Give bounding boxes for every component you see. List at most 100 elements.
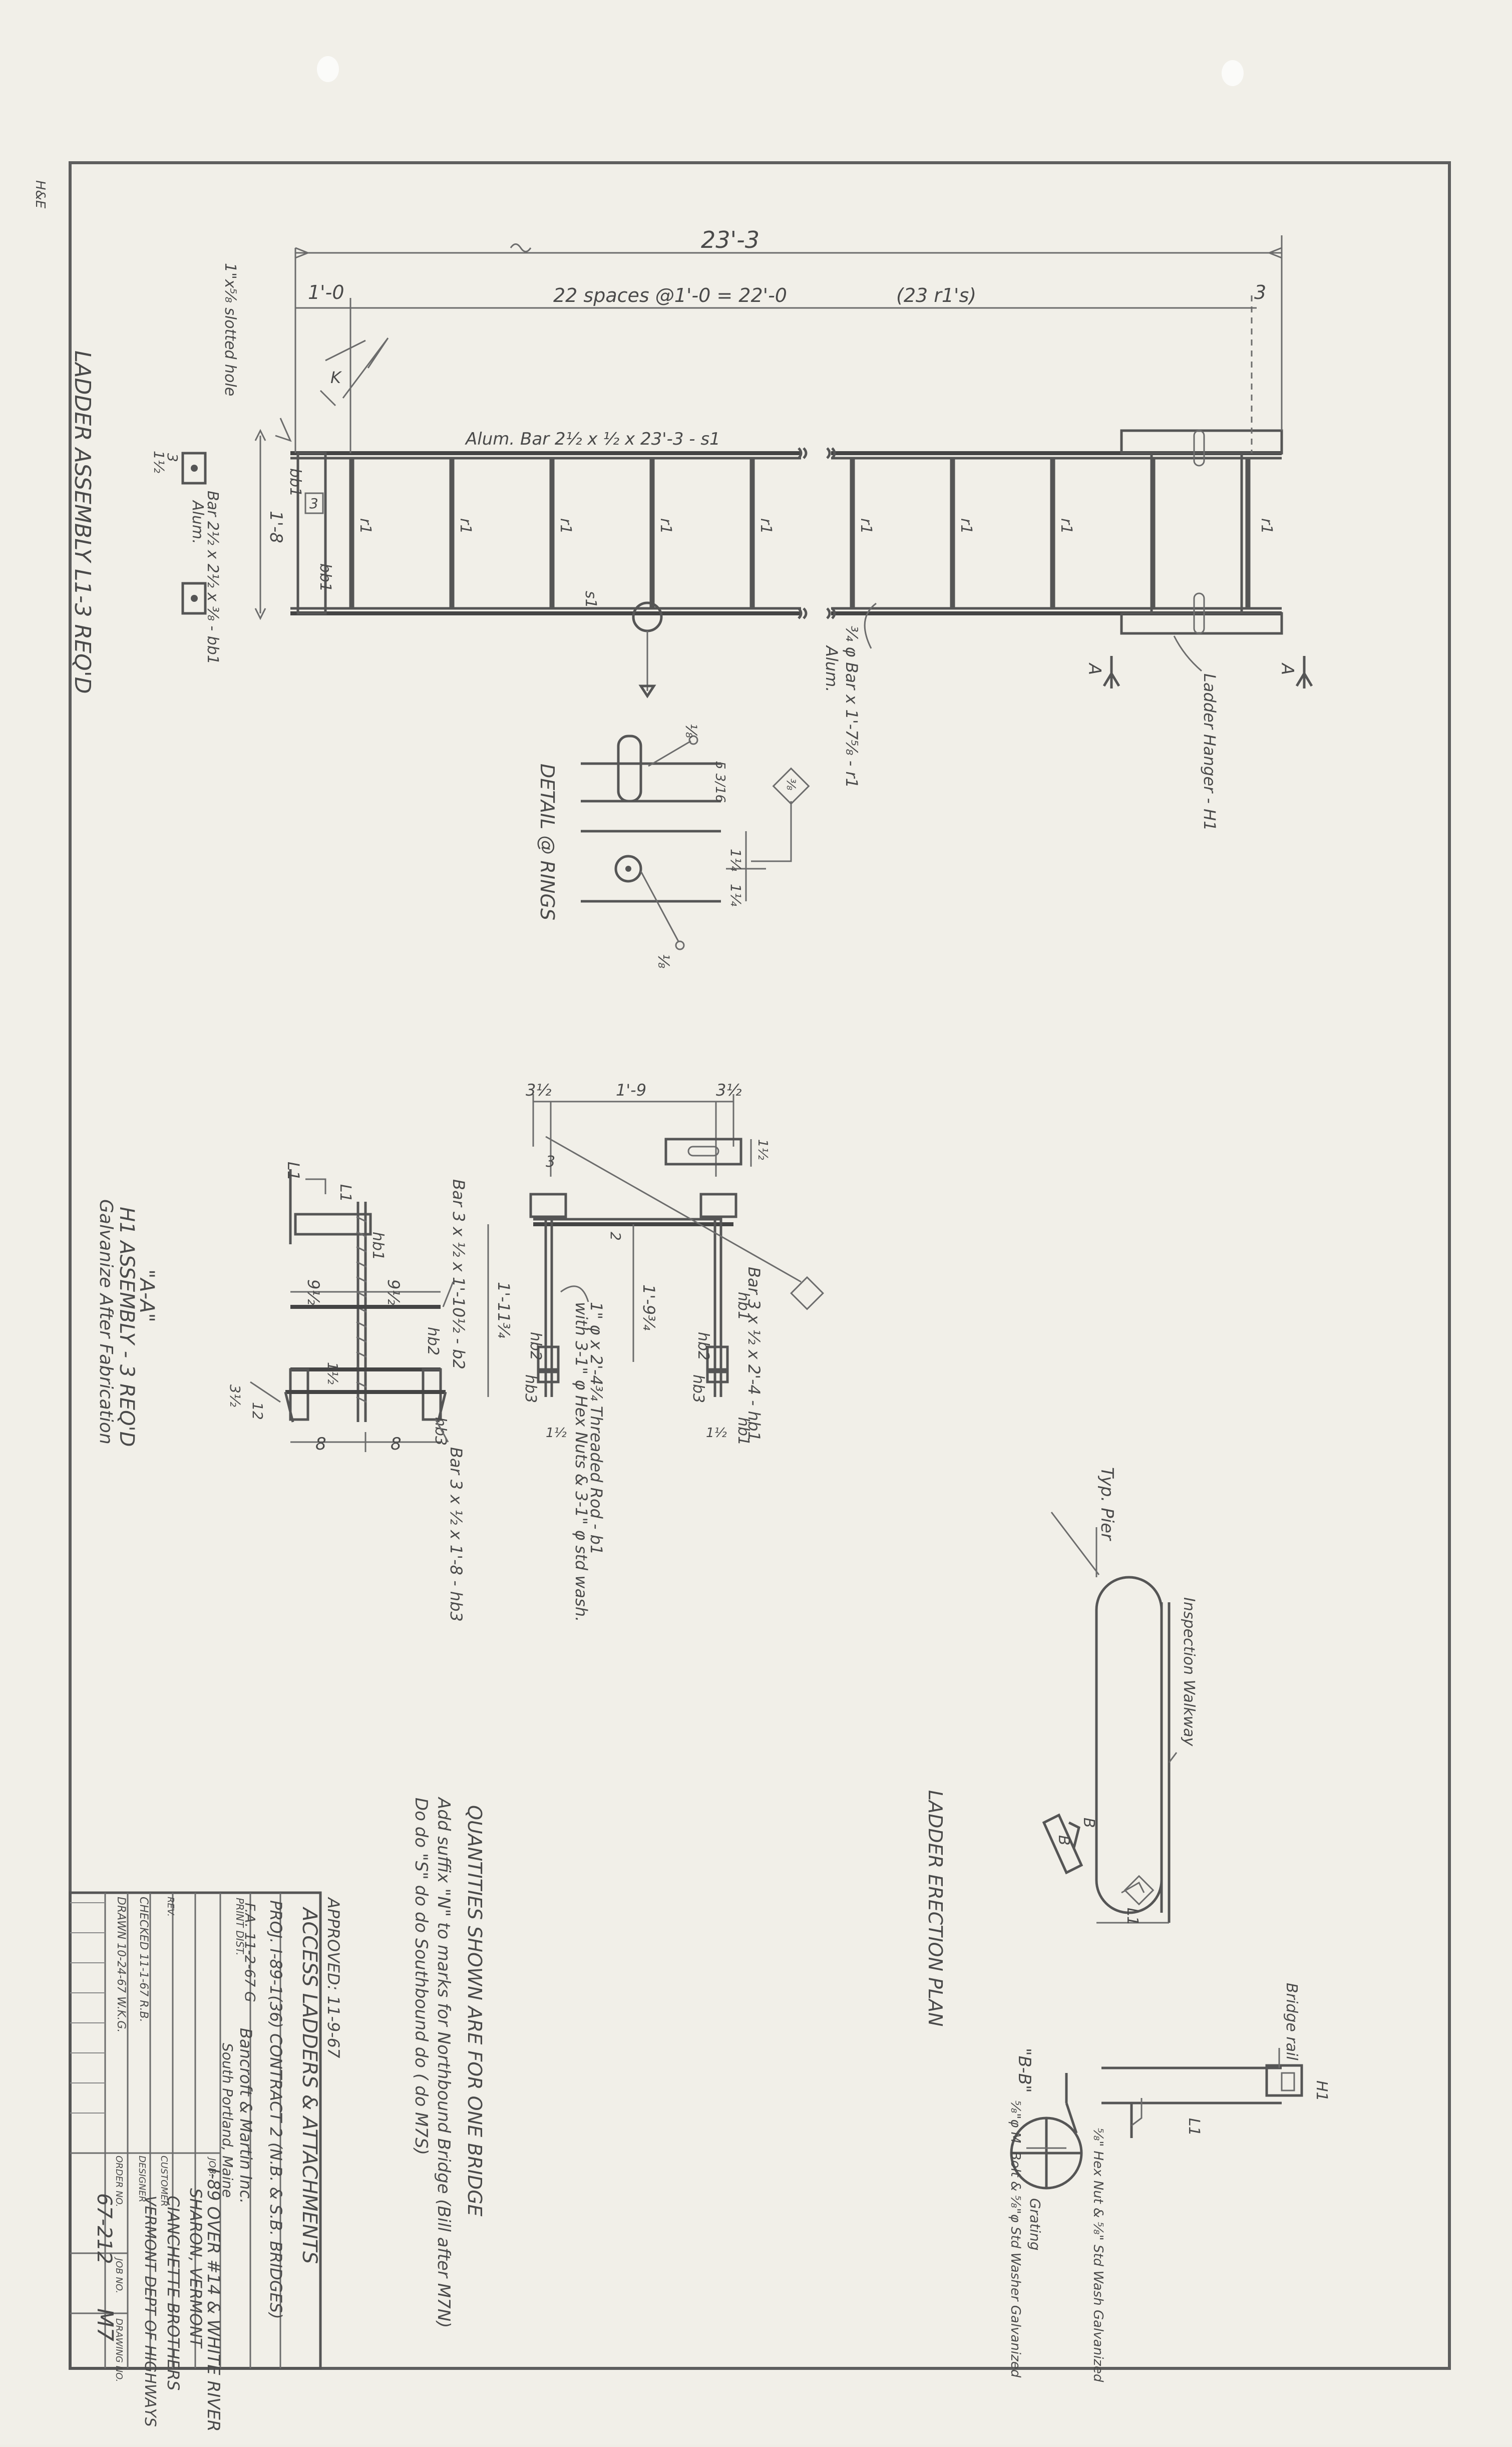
order-no-label: ORDER NO. [114, 2156, 124, 2207]
inspection-walkway-label: Inspection Walkway [1180, 1597, 1198, 1747]
job-name: I-89 OVER #14 & WHITE RIVER [203, 2168, 223, 2431]
h1-hb3-label-right: hb3 [689, 1374, 707, 1403]
h1-top-bar-dim: 1½ [755, 1139, 770, 1160]
ladder-assembly-title: LADDER ASSEMBLY L1-3 REQ'D [70, 351, 95, 694]
aa-width-3: 8 [315, 1434, 326, 1454]
ladder-bb1-label: bb1 [286, 468, 304, 497]
quantity-notes: QUANTITIES SHOWN ARE FOR ONE BRIDGE Add … [411, 1797, 486, 2328]
slotted-hole-label: 1"x⅝ slotted hole [221, 263, 239, 396]
ring-weld-size: ⅜ [784, 779, 798, 790]
ladder-bb1-label-lower: bb1 [316, 563, 334, 592]
job-no-label: JOB NO. [114, 2257, 124, 2293]
h1-assembly-section: 3½ 1'-9 3½ 3 1'-11¾ 1'-9¾ hb2 hb2 hb3 hb… [96, 1081, 824, 1622]
customer-name: CIANCHETTE BROTHERS [164, 2196, 183, 2390]
rung-label: r1 [757, 518, 775, 534]
firm-name: Bancroft & Martin Inc. [236, 2028, 255, 2204]
aa-width-4: 8 [391, 1434, 402, 1454]
ring-dim-b: 1¼ [727, 884, 744, 906]
angle-dim-3: 3 [164, 453, 181, 462]
detail-rings-title: DETAIL @ RINGS [536, 764, 558, 920]
aa-l1-ref: L1 [336, 1184, 354, 1202]
h1-hb3-label-left: hb3 [522, 1374, 539, 1403]
ladder-hanger-label: Ladder Hanger - H1 [1200, 673, 1219, 831]
job-location: SHARON, VERMONT [186, 2188, 205, 2349]
aa-slope-12: 12 [249, 1402, 266, 1420]
bolt-spec-label: ⅝"φ M. Bolt & ⅝"φ Std Washer Galvanized [1008, 2101, 1023, 2378]
print-dist-label: PRINT DIST. [234, 1898, 246, 1956]
ladder-end-right-dim: 3 [1254, 281, 1266, 303]
ring-weld-top: ⅛ [682, 724, 699, 738]
h1-height-2: 1'-9¾ [639, 1284, 658, 1330]
rung-label: r1 [657, 518, 674, 534]
sheet-border [69, 161, 1451, 2370]
checked-by: CHECKED 11-1-67 R.B. [137, 1897, 150, 2022]
punch-hole [1222, 60, 1244, 86]
revision-label: REV. [165, 1897, 176, 1917]
galvanize-note: Galvanize After Fabrication [96, 1199, 116, 1445]
title-block: APPROVED: 11-9-67 ACCESS LADDERS & ATTAC… [69, 1891, 343, 2431]
note-southbound: Do do "S" do do Southbound do ( do M7S) [411, 1798, 431, 2155]
grating-label: Grating [1027, 2198, 1043, 2251]
aa-dim-3-half: 3½ [227, 1384, 243, 1407]
aa-width-1: 9½ [304, 1279, 323, 1305]
nut-spec-label: ⅝" Hex Nut & ⅝" Std Wash Galvanized [1090, 2128, 1105, 2382]
designer-name: VERMONT DEPT OF HIGHWAYS [141, 2196, 159, 2427]
section-a-marker-right: A [1277, 662, 1297, 675]
drawn-by: DRAWN 10-24-67 W.K.G. [115, 1897, 127, 2032]
h1-height-1: 1'-11¾ [494, 1282, 513, 1338]
drawing-number: M7 [92, 2308, 118, 2341]
punch-hole [317, 56, 339, 82]
h1-hb2-label-right: hb2 [694, 1332, 712, 1360]
ring-dim-c: 5 3/16 [712, 761, 727, 803]
rung-label: r1 [356, 518, 374, 534]
ladder-rung-count: (23 r1's) [896, 284, 976, 306]
aa-bar-b2-spec: Bar 3 x ½ x 1'-10½ - b2 [449, 1179, 468, 1369]
ring-dim-a: 1¼ [727, 849, 744, 871]
h1-hb2-label-left: hb2 [527, 1332, 544, 1360]
aa-bar-hb3-spec: Bar 3 x ½ x 1'-8 - hb3 [447, 1447, 466, 1622]
aa-hb1-label: hb1 [369, 1232, 387, 1260]
rung-label: r1 [957, 518, 975, 534]
corner-mark: H&E [33, 180, 48, 209]
erection-l1-label: L1 [1123, 1908, 1141, 1926]
rung-label: r1 [457, 518, 474, 534]
h1-assembly-title: H1 ASSEMBLY - 3 REQ'D [115, 1207, 138, 1447]
ladder-erection-plan: L1 Typ. Pier Inspection Walkway B B LADD… [924, 1467, 1330, 2382]
ladder-rail-bar-label: Alum. Bar 2½ x ½ x 23'-3 - s1 [465, 429, 720, 449]
angle-bar-spec: Bar 2½ x 2½ x ⅜ - bb1 [204, 491, 221, 664]
customer-label: CUSTOMER [159, 2156, 169, 2207]
aa-width-2: 9½ [384, 1279, 403, 1305]
ladder-overall-length: 23'-3 [701, 226, 760, 253]
svg-text:K: K [330, 368, 342, 387]
rung-label: r1 [857, 518, 875, 534]
rung-label: r1 [557, 518, 574, 534]
designer-label: DESIGNER [137, 2156, 147, 2202]
ladder-spaces-dim: 22 spaces @1'-0 = 22'-0 [553, 284, 787, 306]
h1-top-dim-3: 3½ [716, 1081, 741, 1100]
project-number: PROJ. I-89-1(36) CONTRACT 2 (N.B. & S.B.… [266, 1900, 285, 2319]
typ-pier-label: Typ. Pier [1097, 1467, 1117, 1541]
angle-dim-half: 1½ [151, 451, 167, 473]
aa-dim-half: 1½ [324, 1362, 341, 1384]
job-number: 67-212 [93, 2193, 116, 2264]
drawing-title: ACCESS LADDERS & ATTACHMENTS [298, 1906, 321, 2264]
ladder-width-dim: 1'-8 [266, 511, 286, 543]
section-b-marker-left: B [1055, 1835, 1072, 1846]
h1-dim-3: 3 [546, 1153, 555, 1171]
section-b-marker-right: B [1080, 1818, 1097, 1828]
note-northbound: Add suffix "N" to marks for Northbound B… [434, 1797, 454, 2328]
aa-l1-label: L1 [284, 1162, 303, 1181]
rail-s1-label: s1 [582, 591, 599, 608]
rung-label: r1 [1258, 518, 1275, 534]
detail-rings: 1¼ 1¼ 5 3/16 ⅜ ⅛ ⅛ DETAIL @ RINGS [536, 724, 810, 968]
ladder-end-dim-3: 3 [309, 495, 318, 512]
section-a-marker-left: A [1084, 662, 1104, 675]
aa-hb2-label: hb2 [424, 1327, 442, 1355]
firm-location: South Portland, Maine [219, 2043, 236, 2198]
h1-top-dim-1: 3½ [526, 1081, 551, 1100]
bb-l1-label: L1 [1185, 2118, 1203, 2136]
h1-rod-spec: 1" φ x 2'-4¾ Threaded Rod - b1 [587, 1302, 606, 1555]
h1-dim-half-a: 1½ [546, 1426, 567, 1441]
